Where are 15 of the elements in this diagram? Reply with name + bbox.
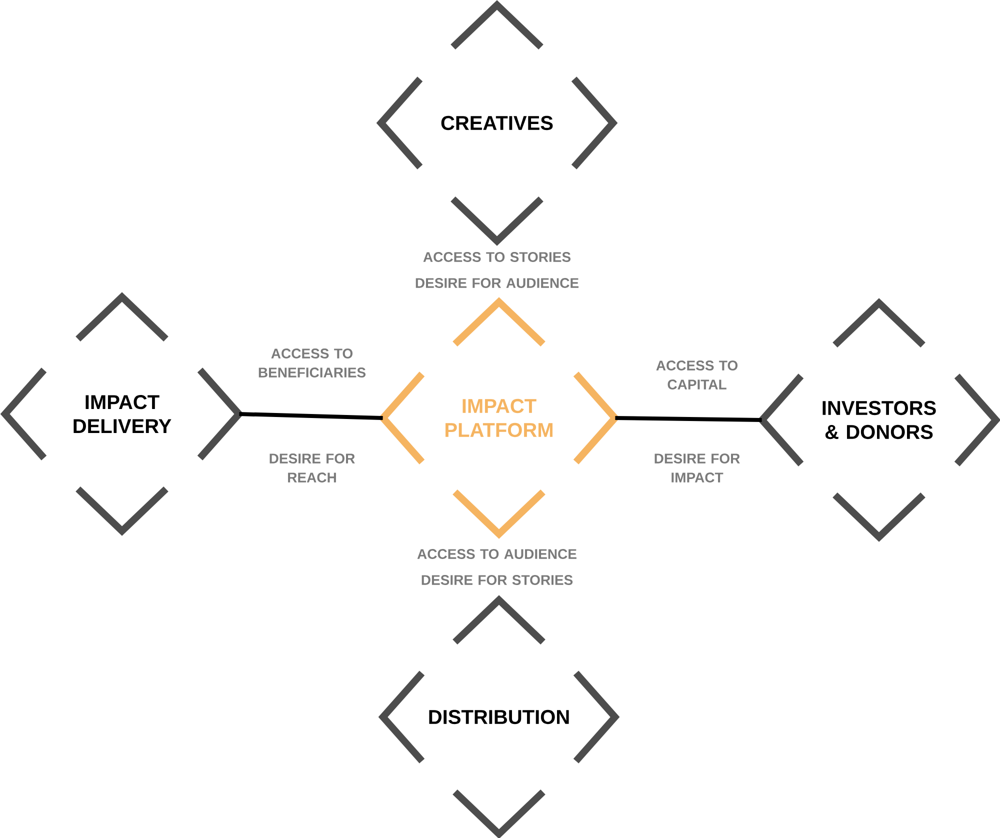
chevron-node: IMPACT DELIVERY [0, 292, 244, 536]
flow-label: ACCESS TO STORIES [423, 252, 570, 262]
flow-label: ACCESS TO AUDIENCE [417, 549, 576, 559]
flow-label: DESIRE FOR IMPACT [654, 454, 740, 482]
flow-label: DESIRE FOR REACH [270, 454, 355, 482]
flow-label: DESIRE FOR STORIES [422, 575, 573, 585]
flow-label: ACCESS TO CAPITAL [656, 360, 738, 390]
flow-label: DESIRE FOR AUDIENCE [416, 278, 579, 288]
chevron-node: CREATIVES [376, 0, 618, 246]
connector-line [615, 416, 762, 422]
chevron-node: DISTRIBUTION [378, 595, 620, 838]
connector-line [239, 412, 383, 420]
chevron-node: INVESTORS & DONORS [757, 298, 1000, 542]
chevron-node: IMPACT PLATFORM [378, 297, 620, 539]
flow-label: ACCESS TO BENEFICIARIES [258, 348, 366, 378]
